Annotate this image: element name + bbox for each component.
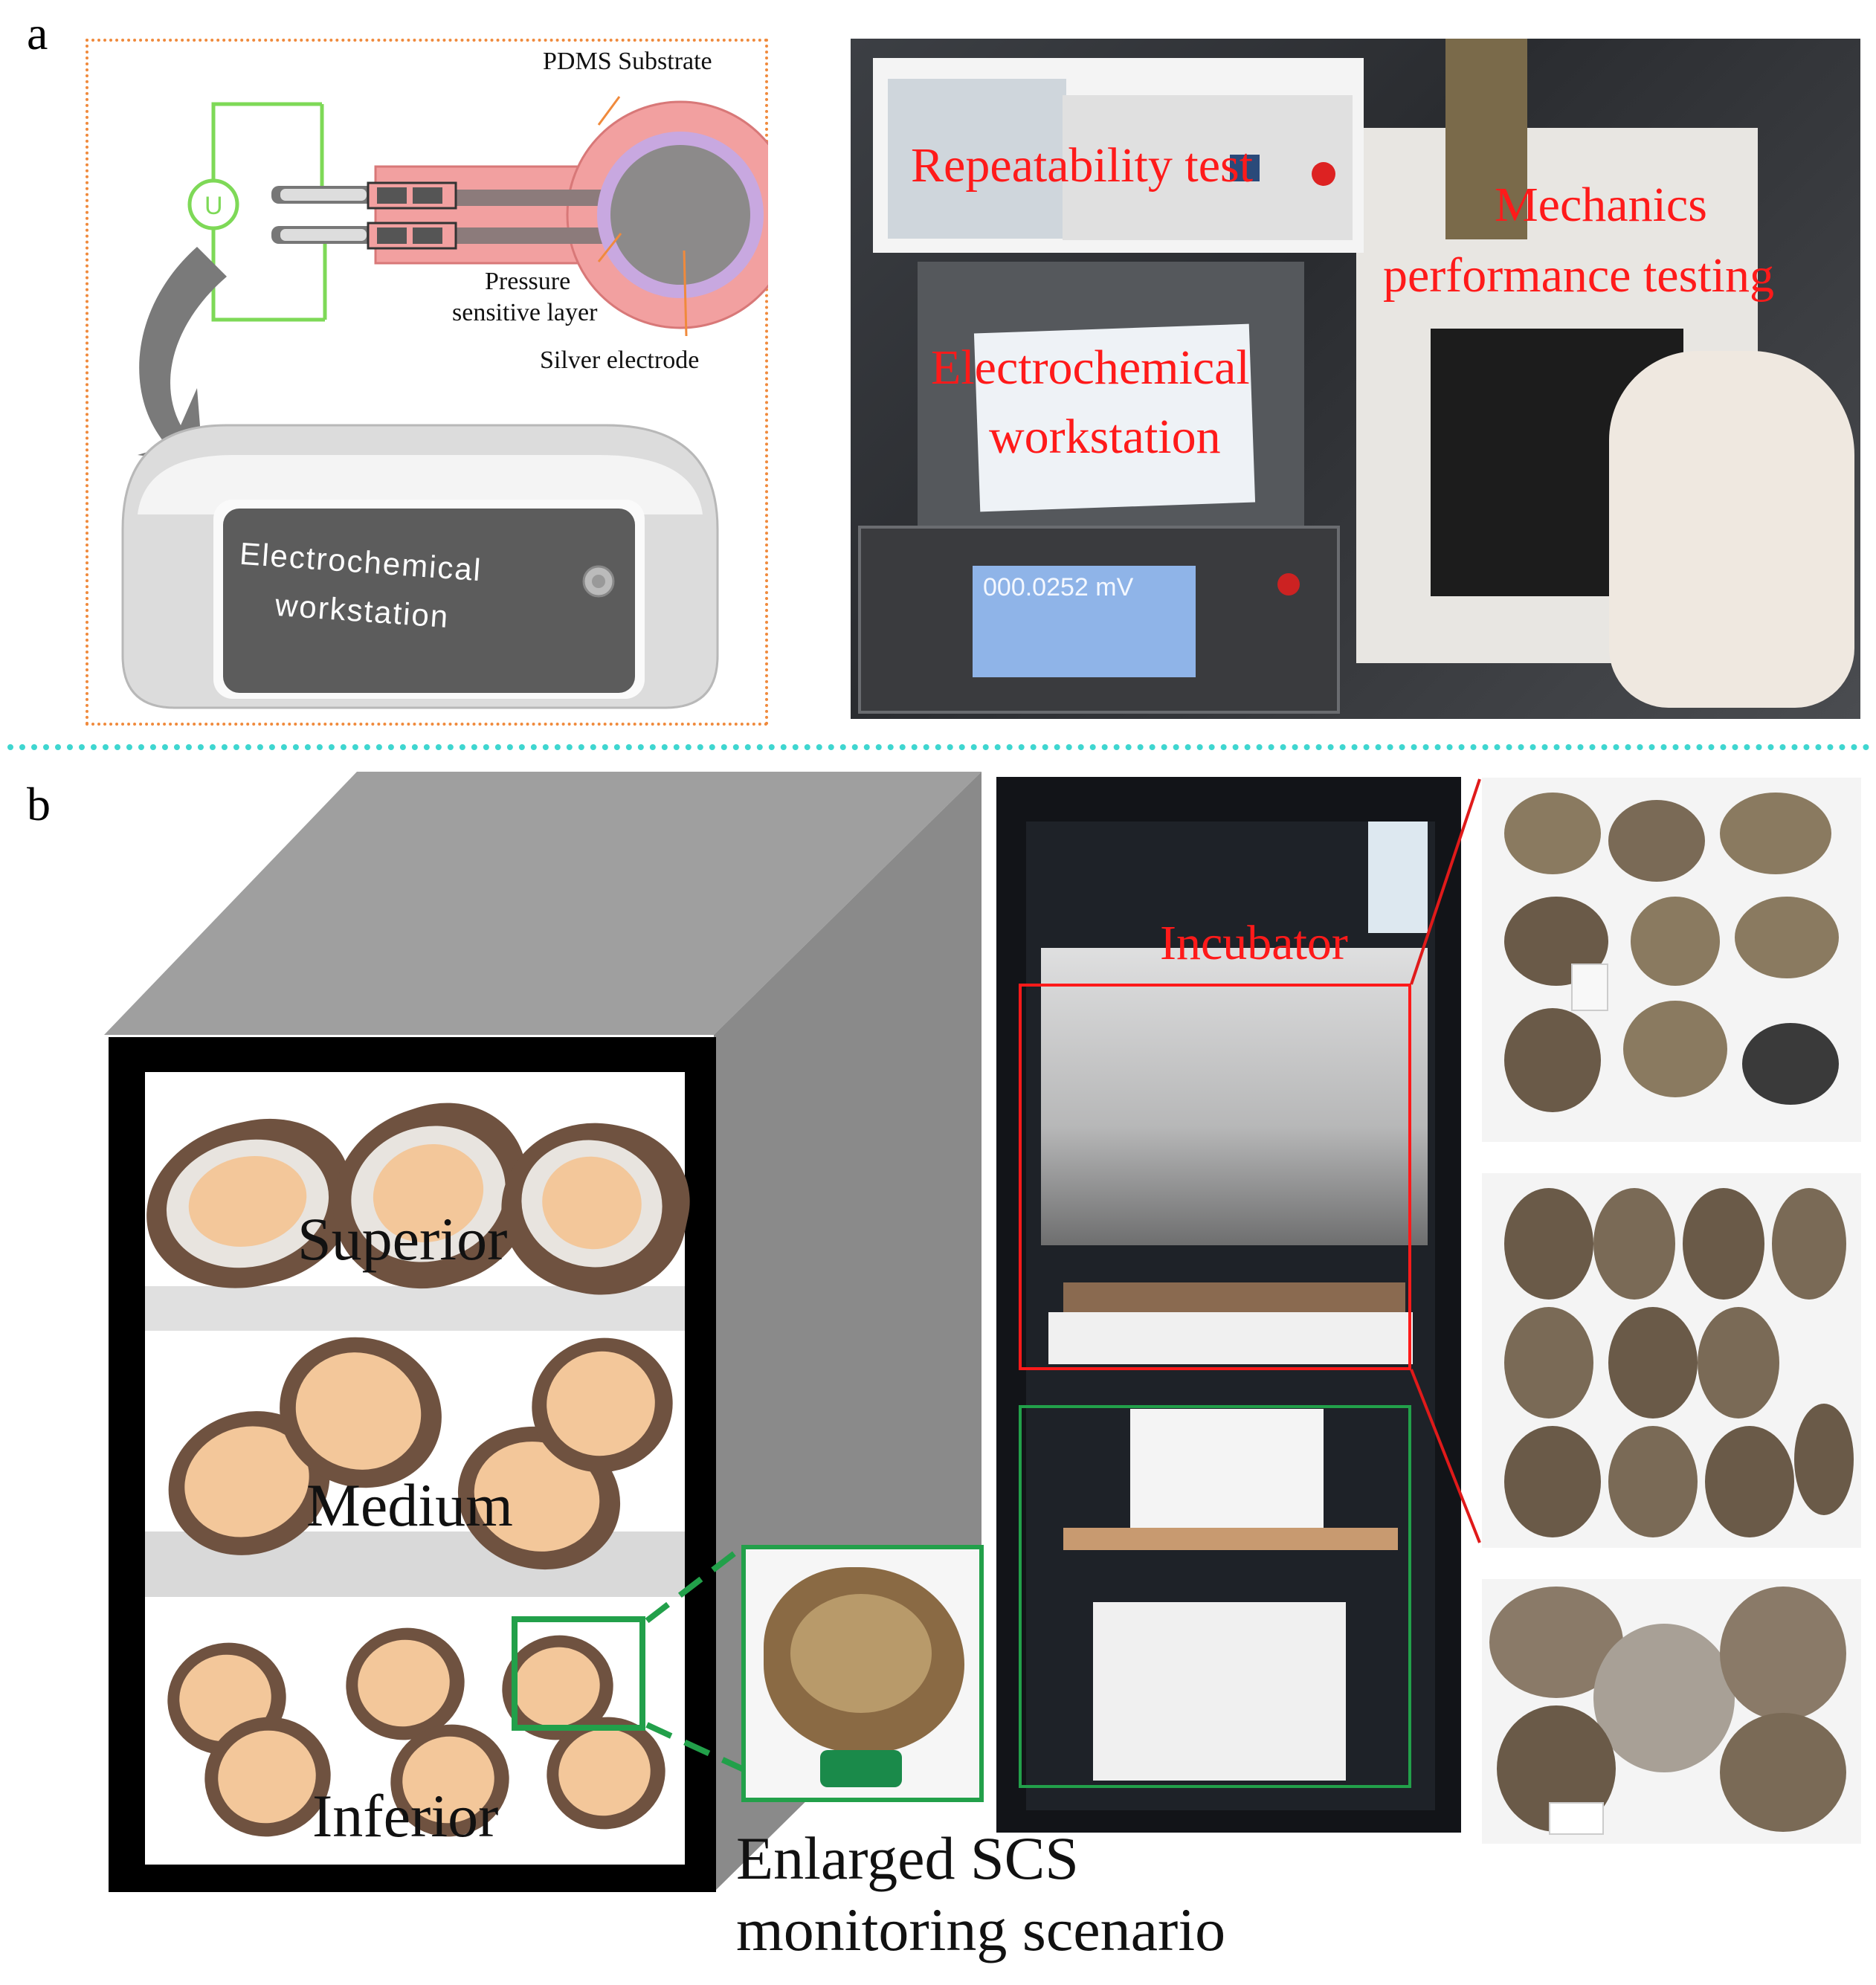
svg-text:U: U	[204, 192, 223, 220]
incubator-callout-lines	[1410, 778, 1481, 1543]
shelf-label-medium: Medium	[306, 1471, 513, 1539]
mechanics-label-2: performance testing	[1383, 248, 1774, 303]
panel-divider	[7, 744, 1870, 750]
enlarged-caption-1: Enlarged SCS	[736, 1824, 1079, 1892]
mechanics-label-1: Mechanics	[1495, 178, 1707, 232]
oyster-tray-photo-3	[1482, 1579, 1861, 1844]
silver-electrode-label: Silver electrode	[540, 346, 700, 374]
enlarged-caption-2: monitoring scenario	[736, 1896, 1226, 1963]
pressure-layer-label-2: sensitive layer	[452, 299, 598, 326]
sensor-schematic: U	[121, 96, 768, 709]
incubator-lower-box	[1019, 1405, 1411, 1788]
gloved-hand-icon	[1609, 351, 1854, 708]
curved-arrow-icon	[138, 247, 227, 464]
enlarged-oyster-photo	[741, 1545, 984, 1802]
connector-icon	[271, 181, 457, 250]
repeatability-test-label: Repeatability test	[911, 138, 1254, 193]
meter-icon	[187, 178, 239, 230]
oyster-tray-photo-2	[1482, 1173, 1861, 1548]
shelf-label-superior: Superior	[297, 1205, 508, 1273]
multimeter-display: 000.0252 mV	[983, 573, 1134, 601]
multimeter-photo: 000.0252 mV	[858, 526, 1340, 714]
zoom-lines	[645, 1543, 746, 1772]
shelf-label-inferior: Inferior	[312, 1782, 499, 1850]
lab-setup-photo: 000.0252 mV	[851, 39, 1860, 719]
pressure-layer-label-1: Pressure	[485, 268, 571, 295]
schematic-frame	[86, 39, 768, 726]
incubator-label: Incubator	[1160, 916, 1348, 970]
zoom-box	[512, 1616, 645, 1731]
pdms-substrate-label: PDMS Substrate	[543, 48, 712, 75]
panel-b-letter: b	[27, 778, 51, 830]
electrochem-photo-label-2: workstation	[989, 410, 1221, 464]
oyster-tray-photo-1	[1482, 778, 1861, 1142]
repeatability-device-photo	[873, 58, 1364, 253]
workstation-box-icon	[121, 424, 719, 709]
panel-a-letter: a	[27, 7, 48, 59]
electrochem-photo-label-1: Electrochemical	[931, 340, 1250, 395]
incubator-upper-box	[1019, 984, 1411, 1370]
pdms-substrate-icon	[374, 100, 768, 329]
incubator-photo	[996, 777, 1461, 1833]
